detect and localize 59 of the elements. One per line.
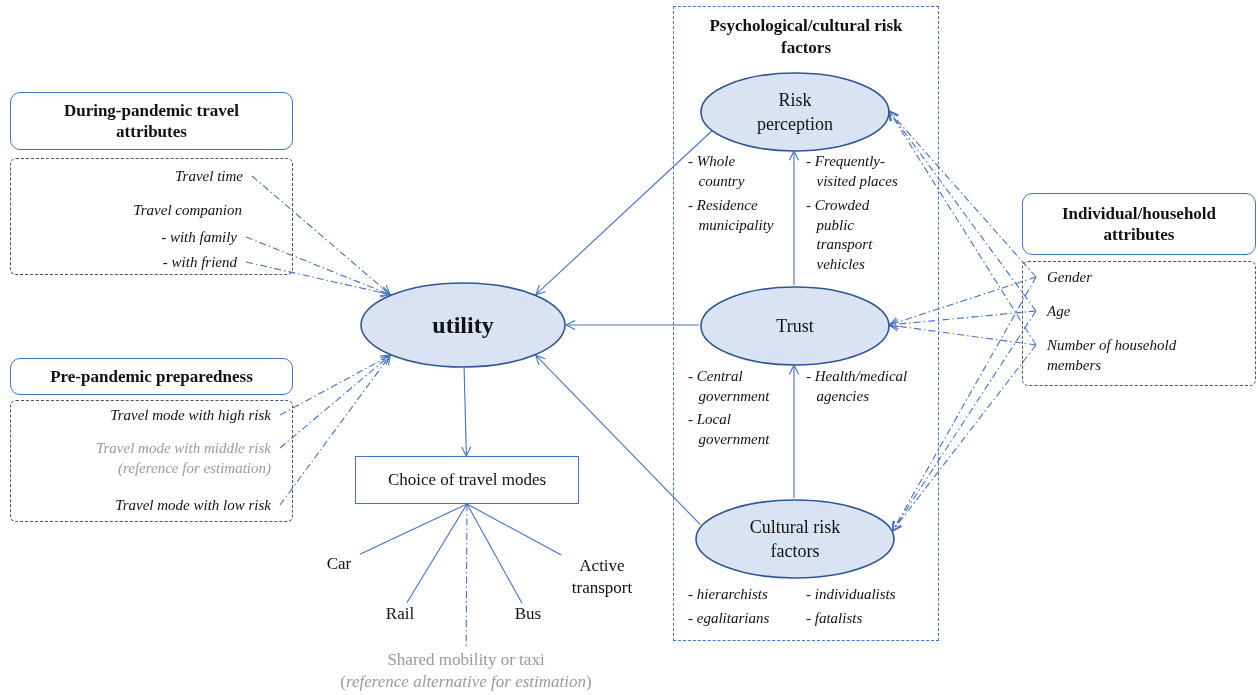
connector-line xyxy=(406,503,468,604)
arrow xyxy=(788,364,800,499)
arrow xyxy=(279,354,391,449)
connector-line xyxy=(466,503,523,604)
group-box xyxy=(673,6,939,641)
attribute-text: Travel companion xyxy=(132,201,242,220)
arrow xyxy=(535,354,701,525)
arrow xyxy=(279,354,391,506)
arrow xyxy=(888,110,1037,278)
ellipse-label: Cultural risk factors xyxy=(748,515,842,563)
bullet-text: - Crowded public transport vehicles xyxy=(806,196,874,274)
bullet-text: - hierarchists xyxy=(688,585,769,604)
mode-text: Bus xyxy=(509,603,547,625)
arrow xyxy=(461,367,472,457)
arrow xyxy=(788,150,800,286)
bullet-text: - Whole country xyxy=(688,152,746,191)
mode-text: Shared mobility or taxi (reference alternative for estimation) xyxy=(318,649,614,693)
bullet-text: - Frequently-visited places xyxy=(806,152,899,191)
attribute-text: - with friend xyxy=(111,253,247,273)
bullet-text: - Residence municipality xyxy=(688,196,775,235)
bullet-text: - Local government xyxy=(688,410,771,449)
attribute-text: Travel mode with low risk xyxy=(41,496,281,516)
bullet-text: - egalitarians xyxy=(688,609,771,628)
group-box xyxy=(1022,261,1256,386)
bullet-text: - individualists xyxy=(806,585,897,604)
arrow xyxy=(245,236,391,296)
ellipse-label: Risk perception xyxy=(756,88,834,136)
arrow xyxy=(888,276,1037,328)
mode-text: Active transport xyxy=(552,555,652,599)
bullet-text: - fatalists xyxy=(806,609,864,628)
arrow xyxy=(891,344,1037,532)
attribute-text: Age xyxy=(1037,302,1097,322)
attribute-text: - with family xyxy=(111,228,247,248)
ellipse-label: utility xyxy=(432,310,494,340)
attribute-text: Travel mode with high risk xyxy=(41,406,281,426)
group-heading: Psychological/cultural risk factors xyxy=(708,15,904,60)
arrow xyxy=(888,310,1037,330)
arrow xyxy=(245,261,391,298)
attribute-text: Travel time xyxy=(121,167,253,187)
bullet-text: - Health/medical agencies xyxy=(806,367,909,406)
connector-line xyxy=(359,503,468,555)
arrow xyxy=(565,319,700,331)
arrow xyxy=(251,175,391,296)
arrow xyxy=(535,130,713,296)
attribute-text: Number of household members xyxy=(1037,336,1207,376)
attribute-text: Gender xyxy=(1037,268,1117,288)
attribute-text: Travel mode with middle risk (reference for estimation) xyxy=(41,439,281,479)
section-header: Pre-pandemic preparedness xyxy=(10,358,293,395)
connector-line xyxy=(466,503,562,556)
group-box xyxy=(10,158,293,275)
process-box: Choice of travel modes xyxy=(355,456,579,504)
arrow xyxy=(279,354,391,416)
mode-text: Car xyxy=(318,553,360,575)
bullet-text: - Central government xyxy=(688,367,771,406)
section-header: Individual/household attributes xyxy=(1022,193,1256,255)
mode-text: Rail xyxy=(381,603,419,625)
group-box xyxy=(10,400,293,522)
ellipse-label: Trust xyxy=(776,314,814,338)
section-header: During-pandemic travel attributes xyxy=(10,92,293,150)
